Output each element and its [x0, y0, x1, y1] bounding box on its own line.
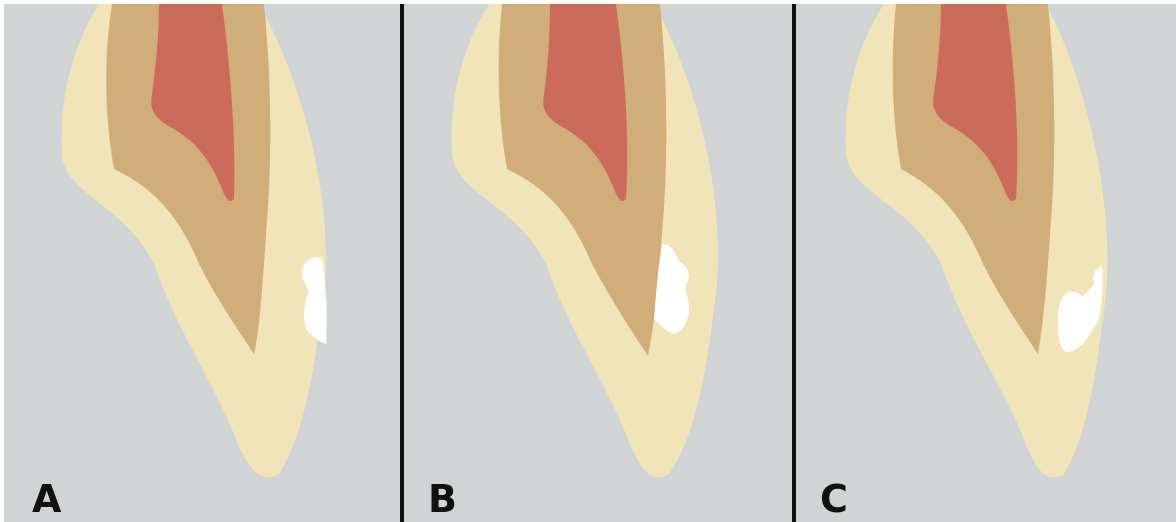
panel-label-c: C — [820, 480, 848, 518]
panel-c: C — [796, 4, 1176, 522]
tooth-diagram-c — [796, 4, 1176, 522]
tooth-diagram-a — [4, 4, 400, 522]
tooth-diagram-b — [404, 4, 792, 522]
panel-a: A — [4, 4, 400, 522]
panel-label-a: A — [32, 480, 61, 518]
panel-label-b: B — [428, 480, 457, 518]
panel-b: B — [404, 4, 792, 522]
